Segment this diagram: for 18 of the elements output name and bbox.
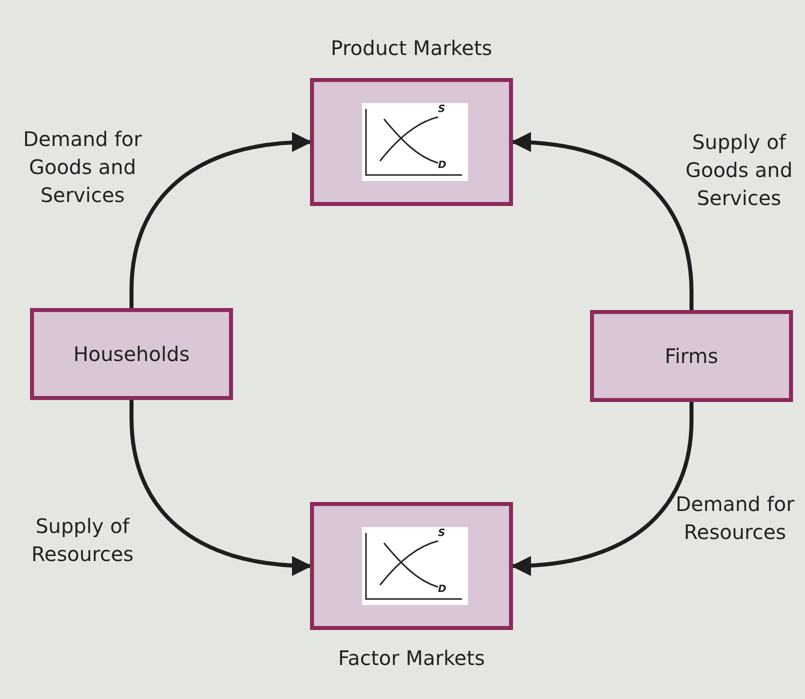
market-title: Factor Markets bbox=[337, 645, 486, 672]
edge-label: Supply of Goods and Services bbox=[684, 129, 794, 212]
market-title: Product Markets bbox=[330, 35, 494, 62]
curve-label: D bbox=[438, 585, 446, 595]
node-label: Firms bbox=[664, 344, 718, 368]
curved-arrow bbox=[130, 400, 312, 576]
edge-label: Demand for Goods and Services bbox=[22, 126, 143, 209]
curve-label: D bbox=[438, 161, 446, 171]
curved-arrow bbox=[130, 132, 312, 308]
curve-label: S bbox=[438, 529, 446, 539]
curved-arrow bbox=[511, 402, 694, 576]
edge-label: Supply of Resources bbox=[30, 513, 135, 568]
edge-label: Demand for Resources bbox=[674, 491, 796, 546]
curve-label: S bbox=[438, 105, 446, 115]
node-label: Households bbox=[73, 342, 190, 366]
market-box bbox=[590, 310, 793, 402]
curved-arrow bbox=[511, 132, 694, 310]
market-box bbox=[30, 308, 233, 400]
